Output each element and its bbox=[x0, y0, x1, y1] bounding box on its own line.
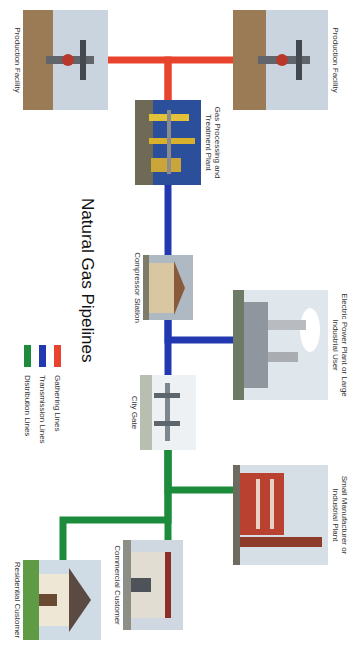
station-roof bbox=[174, 261, 185, 315]
house-roof bbox=[69, 568, 91, 632]
facility-node: City Gate bbox=[140, 375, 196, 450]
facility-label: Electric Power Plant or Large Industrial… bbox=[330, 285, 348, 405]
house-door bbox=[39, 594, 57, 606]
power-plant-photo bbox=[233, 290, 328, 400]
legend-text: Distribution Lines bbox=[21, 375, 33, 436]
legend-entry: Gathering Lines bbox=[51, 345, 63, 431]
photo-sky bbox=[233, 465, 328, 565]
photo-ground bbox=[140, 375, 152, 450]
facility-label: Residential Customer bbox=[12, 555, 21, 645]
facility-node: Production Facility bbox=[23, 10, 108, 110]
wellhead-valve bbox=[62, 54, 74, 66]
photo-ground bbox=[123, 540, 131, 630]
legend-text: Gathering Lines bbox=[51, 375, 63, 431]
shop-building bbox=[131, 552, 167, 618]
facility-label: City Gate bbox=[129, 373, 138, 453]
factory-windows bbox=[270, 479, 274, 529]
facility-node: Residential Customer bbox=[23, 560, 101, 640]
legend-text: Transmission Lines bbox=[36, 375, 48, 444]
plant-pipe bbox=[167, 110, 171, 174]
production-photo bbox=[233, 10, 328, 110]
facility-label: Gas Processing and Treatment Plant bbox=[203, 97, 221, 189]
residential-photo bbox=[23, 560, 101, 640]
diagram-title: Natural Gas Pipelines bbox=[77, 198, 97, 362]
photo-sky bbox=[23, 10, 108, 110]
photo-ground bbox=[233, 465, 240, 565]
factory-building bbox=[240, 473, 284, 535]
pipeline bbox=[168, 320, 233, 340]
facility-label: Production Facility bbox=[330, 10, 339, 110]
factory-chimney bbox=[240, 537, 322, 547]
pipeline bbox=[168, 450, 233, 490]
plant-tank bbox=[151, 158, 181, 172]
factory-windows bbox=[256, 479, 260, 529]
shop-awning bbox=[165, 552, 171, 618]
facility-node: Production Facility bbox=[233, 10, 328, 110]
plant-tower bbox=[149, 138, 195, 144]
compressor-photo bbox=[143, 255, 193, 320]
facility-label: Production Facility bbox=[12, 10, 21, 110]
facility-node: Commercial Customer bbox=[123, 540, 183, 630]
photo-sky bbox=[233, 10, 328, 110]
photo-ground bbox=[233, 290, 244, 400]
pipeline bbox=[63, 450, 168, 560]
photo-sky bbox=[135, 100, 201, 185]
plant-building bbox=[244, 302, 268, 388]
pipeline bbox=[165, 185, 172, 255]
facility-node: Compressor Station bbox=[143, 255, 193, 320]
pipeline bbox=[168, 60, 233, 100]
wellhead-valve bbox=[276, 54, 288, 66]
gate-pipe bbox=[165, 383, 170, 441]
legend-entry: Distribution Lines bbox=[21, 345, 33, 436]
facility-node: Small Manufacturer or Industrial Plant bbox=[233, 465, 328, 565]
photo-ground bbox=[143, 255, 149, 320]
facility-label: Commercial Customer bbox=[112, 535, 121, 635]
photo-sky bbox=[233, 290, 328, 400]
legend-entry: Transmission Lines bbox=[36, 345, 48, 444]
facility-node: Electric Power Plant or Large Industrial… bbox=[233, 290, 328, 400]
house-lawn bbox=[23, 560, 39, 640]
commercial-photo bbox=[123, 540, 183, 630]
legend-swatch bbox=[24, 345, 31, 367]
station-building bbox=[149, 263, 175, 313]
facility-node: Gas Processing and Treatment Plant bbox=[135, 100, 201, 185]
legend-swatch bbox=[54, 345, 61, 367]
pipeline bbox=[108, 60, 168, 100]
factory-photo bbox=[233, 465, 328, 565]
plant-photo bbox=[135, 100, 201, 185]
facility-label: Compressor Station bbox=[132, 248, 141, 328]
house-wall bbox=[39, 574, 71, 626]
legend-swatch bbox=[39, 345, 46, 367]
shop-door bbox=[131, 578, 151, 592]
photo-sky bbox=[140, 375, 196, 450]
photo-sky bbox=[23, 560, 101, 640]
wellhead-bar bbox=[80, 40, 86, 80]
city-gate-photo bbox=[140, 375, 196, 450]
facility-label: Small Manufacturer or Industrial Plant bbox=[330, 460, 348, 570]
gate-riser bbox=[154, 421, 180, 426]
photo-sky bbox=[123, 540, 183, 630]
photo-sky bbox=[143, 255, 193, 320]
production-photo bbox=[23, 10, 108, 110]
wellhead-bar bbox=[296, 40, 302, 80]
gate-riser bbox=[154, 393, 180, 398]
pipeline bbox=[165, 320, 172, 375]
